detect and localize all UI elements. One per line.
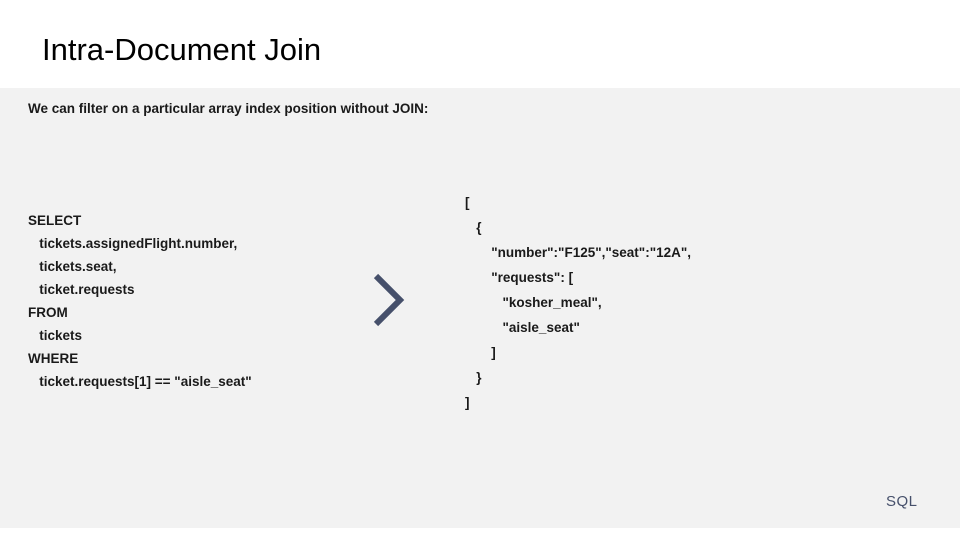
sql-line: WHERE <box>28 351 79 366</box>
json-line: "aisle_seat" <box>465 320 580 335</box>
json-line: [ <box>465 195 470 210</box>
sql-label: SQL <box>886 493 918 510</box>
page-title: Intra-Document Join <box>42 32 322 67</box>
json-line: } <box>465 370 482 385</box>
sql-line: FROM <box>28 305 68 320</box>
sql-line: ticket.requests <box>28 282 135 297</box>
chevron-right-icon <box>362 270 410 330</box>
sql-line: SELECT <box>28 213 82 228</box>
json-line: { <box>465 220 482 235</box>
json-result-block: [ { "number":"F125","seat":"12A", "reque… <box>465 190 785 415</box>
sql-line: tickets <box>28 328 83 343</box>
sql-line: ticket.requests[1] == "aisle_seat" <box>28 374 252 389</box>
footer-band <box>0 528 960 540</box>
json-line: "kosher_meal", <box>465 295 602 310</box>
json-line: ] <box>465 345 496 360</box>
content-band <box>0 88 960 528</box>
json-line: "requests": [ <box>465 270 574 285</box>
sql-query-block: SELECT tickets.assignedFlight.number, ti… <box>28 209 348 393</box>
sql-line: tickets.seat, <box>28 259 117 274</box>
title-band <box>0 0 960 88</box>
slide-subtitle: We can filter on a particular array inde… <box>28 101 429 116</box>
sql-line: tickets.assignedFlight.number, <box>28 236 238 251</box>
json-line: "number":"F125","seat":"12A", <box>465 245 692 260</box>
json-line: ] <box>465 395 470 410</box>
